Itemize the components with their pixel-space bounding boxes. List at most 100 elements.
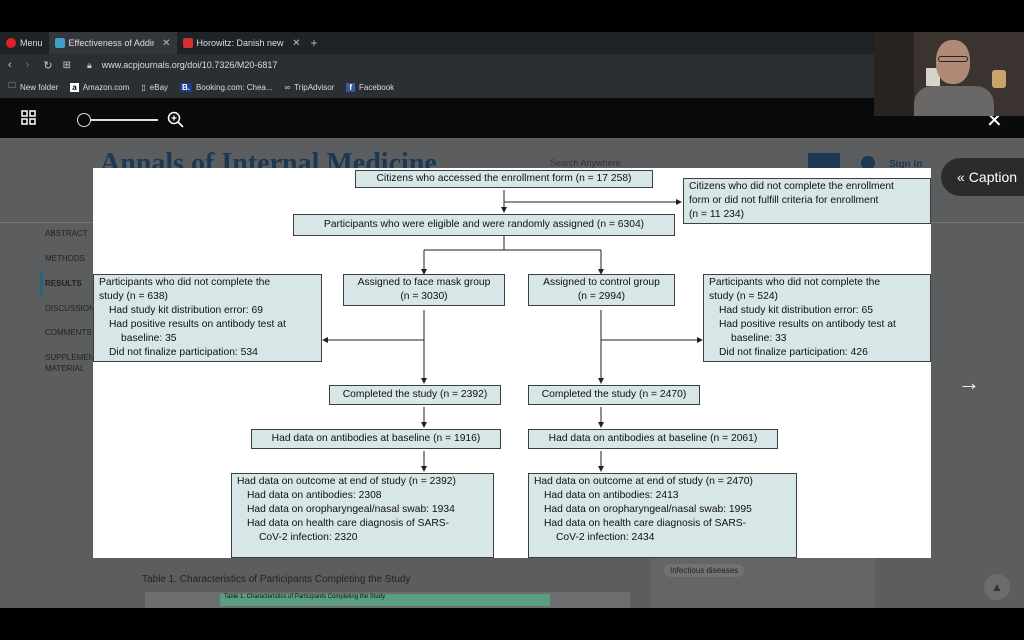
webcam-overlay xyxy=(874,32,1024,116)
nav-results[interactable]: RESULTS xyxy=(45,279,82,288)
dropout-line: Had positive results on antibody test at xyxy=(719,319,896,330)
mask-baseline-box: Had data on antibodies at baseline (n = … xyxy=(251,429,501,449)
outcome-line: Had data on antibodies: 2413 xyxy=(544,490,679,501)
excluded-line: form or did not fulfill criteria for enr… xyxy=(689,195,879,206)
table-preview[interactable]: Table 1. Characteristics of Participants… xyxy=(145,592,630,608)
nav-comments[interactable]: COMMENTS xyxy=(45,328,92,337)
close-tab-icon[interactable]: ✕ xyxy=(162,37,171,49)
tab-horowitz[interactable]: Horowitz: Danish newspap ✕ xyxy=(177,32,307,54)
dropout-line: Participants who did not complete the xyxy=(709,277,881,288)
grid-icon[interactable] xyxy=(21,110,37,126)
mask-group-line: Assigned to face mask group xyxy=(357,277,491,288)
zoom-slider-handle[interactable] xyxy=(77,113,91,127)
tabs-grid-icon[interactable]: ⊞ xyxy=(62,59,71,71)
control-dropout-box: Participants who did not complete the st… xyxy=(703,274,931,362)
nav-results-active-marker xyxy=(40,271,43,295)
control-group-line: Assigned to control group xyxy=(543,277,660,288)
enrolled-box: Citizens who accessed the enrollment for… xyxy=(355,170,653,188)
outcome-line: Had data on antibodies: 2308 xyxy=(247,490,382,501)
control-baseline-box: Had data on antibodies at baseline (n = … xyxy=(528,429,778,449)
caption-button[interactable]: « Caption xyxy=(941,158,1024,196)
signin-link[interactable]: Sign in xyxy=(889,159,923,170)
user-icon[interactable] xyxy=(861,156,875,170)
zoom-slider[interactable] xyxy=(78,119,158,121)
double-chevron-left-icon: « xyxy=(957,169,965,185)
dropout-line: Had study kit distribution error: 69 xyxy=(109,305,263,316)
nav-abstract[interactable]: ABSTRACT xyxy=(45,229,88,238)
excluded-line: Citizens who did not complete the enroll… xyxy=(689,181,894,192)
mask-completed-box: Completed the study (n = 2392) xyxy=(329,385,501,405)
table-caption: Table 1. Characteristics of Participants… xyxy=(142,574,411,585)
control-group-box: Assigned to control group (n = 2994) xyxy=(528,274,675,306)
bookmark-label: Facebook xyxy=(359,82,395,92)
back-icon[interactable]: ‹ xyxy=(8,59,12,71)
page-icon: ▯ xyxy=(141,82,146,92)
dropout-line: Had positive results on antibody test at xyxy=(109,319,286,330)
nav-supplementary[interactable]: SUPPLEMENTARY MATERIAL xyxy=(45,353,115,373)
image-viewer-toolbar xyxy=(0,98,1024,138)
nav-discussion[interactable]: DISCUSSION xyxy=(45,304,95,313)
outcome-line: Had data on outcome at end of study (n =… xyxy=(237,476,456,487)
url-field[interactable]: www.acpjournals.org/doi/10.7326/M20-6817 xyxy=(101,60,278,70)
bookmark-tripadvisor[interactable]: ∞TripAdvisor xyxy=(285,83,335,92)
excluded-line: (n = 11 234) xyxy=(689,209,745,220)
tab-label: Effectiveness of Adding a M xyxy=(68,38,155,48)
connector-lines xyxy=(322,190,703,472)
randomized-box: Participants who were eligible and were … xyxy=(293,214,675,236)
mask-group-line: (n = 3030) xyxy=(400,291,448,302)
excluded-box: Citizens who did not complete the enroll… xyxy=(683,178,931,224)
outcome-line: Had data on health care diagnosis of SAR… xyxy=(544,518,747,529)
mask-dropout-box: Participants who did not complete the st… xyxy=(93,274,322,362)
next-arrow-icon[interactable]: → xyxy=(958,370,980,395)
address-bar: ‹ › ↻ ⊞ 🔒︎ www.acpjournals.org/doi/10.73… xyxy=(0,54,1024,76)
tripadvisor-icon: ∞ xyxy=(284,82,291,92)
opera-icon xyxy=(6,38,16,48)
tab-effectiveness[interactable]: Effectiveness of Adding a M ✕ xyxy=(48,32,177,54)
dropout-line: Participants who did not complete the xyxy=(99,277,271,288)
annals-icon xyxy=(54,38,65,48)
tab-menu[interactable]: Menu xyxy=(0,32,49,54)
webcam-person-body xyxy=(914,86,994,116)
webcam-person-glasses xyxy=(938,56,968,62)
bookmark-new-folder[interactable]: 🗀New folder xyxy=(8,80,58,94)
control-completed-box: Completed the study (n = 2470) xyxy=(528,385,700,405)
webcam-person-head xyxy=(936,40,970,84)
search-input[interactable]: Search Anywhere xyxy=(550,158,621,168)
new-tab-icon[interactable]: + xyxy=(310,36,318,50)
outcome-line: Had data on oropharyngeal/nasal swab: 19… xyxy=(544,504,752,515)
bookmark-ebay[interactable]: ▯eBay xyxy=(141,83,168,92)
folder-icon: 🗀 xyxy=(8,81,16,90)
dropout-line: Did not finalize participation: 426 xyxy=(719,347,868,358)
booking-icon: B. xyxy=(180,82,193,92)
mask-outcome-box: Had data on outcome at end of study (n =… xyxy=(231,473,494,558)
bookmark-label: Amazon.com xyxy=(82,82,130,92)
outcome-line: CoV-2 infection: 2434 xyxy=(556,532,655,543)
outcome-line: Had data on outcome at end of study (n =… xyxy=(534,476,753,487)
bookmark-label: TripAdvisor xyxy=(294,82,335,92)
nav-methods[interactable]: METHODS xyxy=(45,254,85,263)
flow-diagram-figure: Citizens who accessed the enrollment for… xyxy=(93,168,931,558)
dropout-line: baseline: 33 xyxy=(731,333,787,344)
facebook-icon: f xyxy=(346,82,356,92)
table-inner-header: Table 1. Characteristics of Participants… xyxy=(220,594,550,606)
mask-group-box: Assigned to face mask group (n = 3030) xyxy=(343,274,505,306)
bookmark-label: eBay xyxy=(149,82,169,92)
bottom-bar xyxy=(0,608,1024,640)
caption-label: Caption xyxy=(968,169,1018,185)
reload-icon[interactable]: ↻ xyxy=(43,59,53,72)
dropout-line: study (n = 524) xyxy=(709,291,778,302)
scroll-to-top-button[interactable]: ▲ xyxy=(984,574,1010,600)
zoom-in-icon[interactable] xyxy=(167,111,185,129)
dropout-line: study (n = 638) xyxy=(99,291,168,302)
forward-icon[interactable]: › xyxy=(25,59,30,71)
close-tab-icon[interactable]: ✕ xyxy=(292,37,301,49)
control-group-line: (n = 2994) xyxy=(577,291,626,302)
outcome-line: Had data on health care diagnosis of SAR… xyxy=(247,518,450,529)
bookmark-booking[interactable]: B.Booking.com: Chea... xyxy=(180,82,273,92)
topic-tag[interactable]: Infectious diseases xyxy=(664,564,745,577)
tab-strip: Menu Effectiveness of Adding a M ✕ Horow… xyxy=(0,32,1024,54)
lock-icon: 🔒︎ xyxy=(86,59,92,70)
